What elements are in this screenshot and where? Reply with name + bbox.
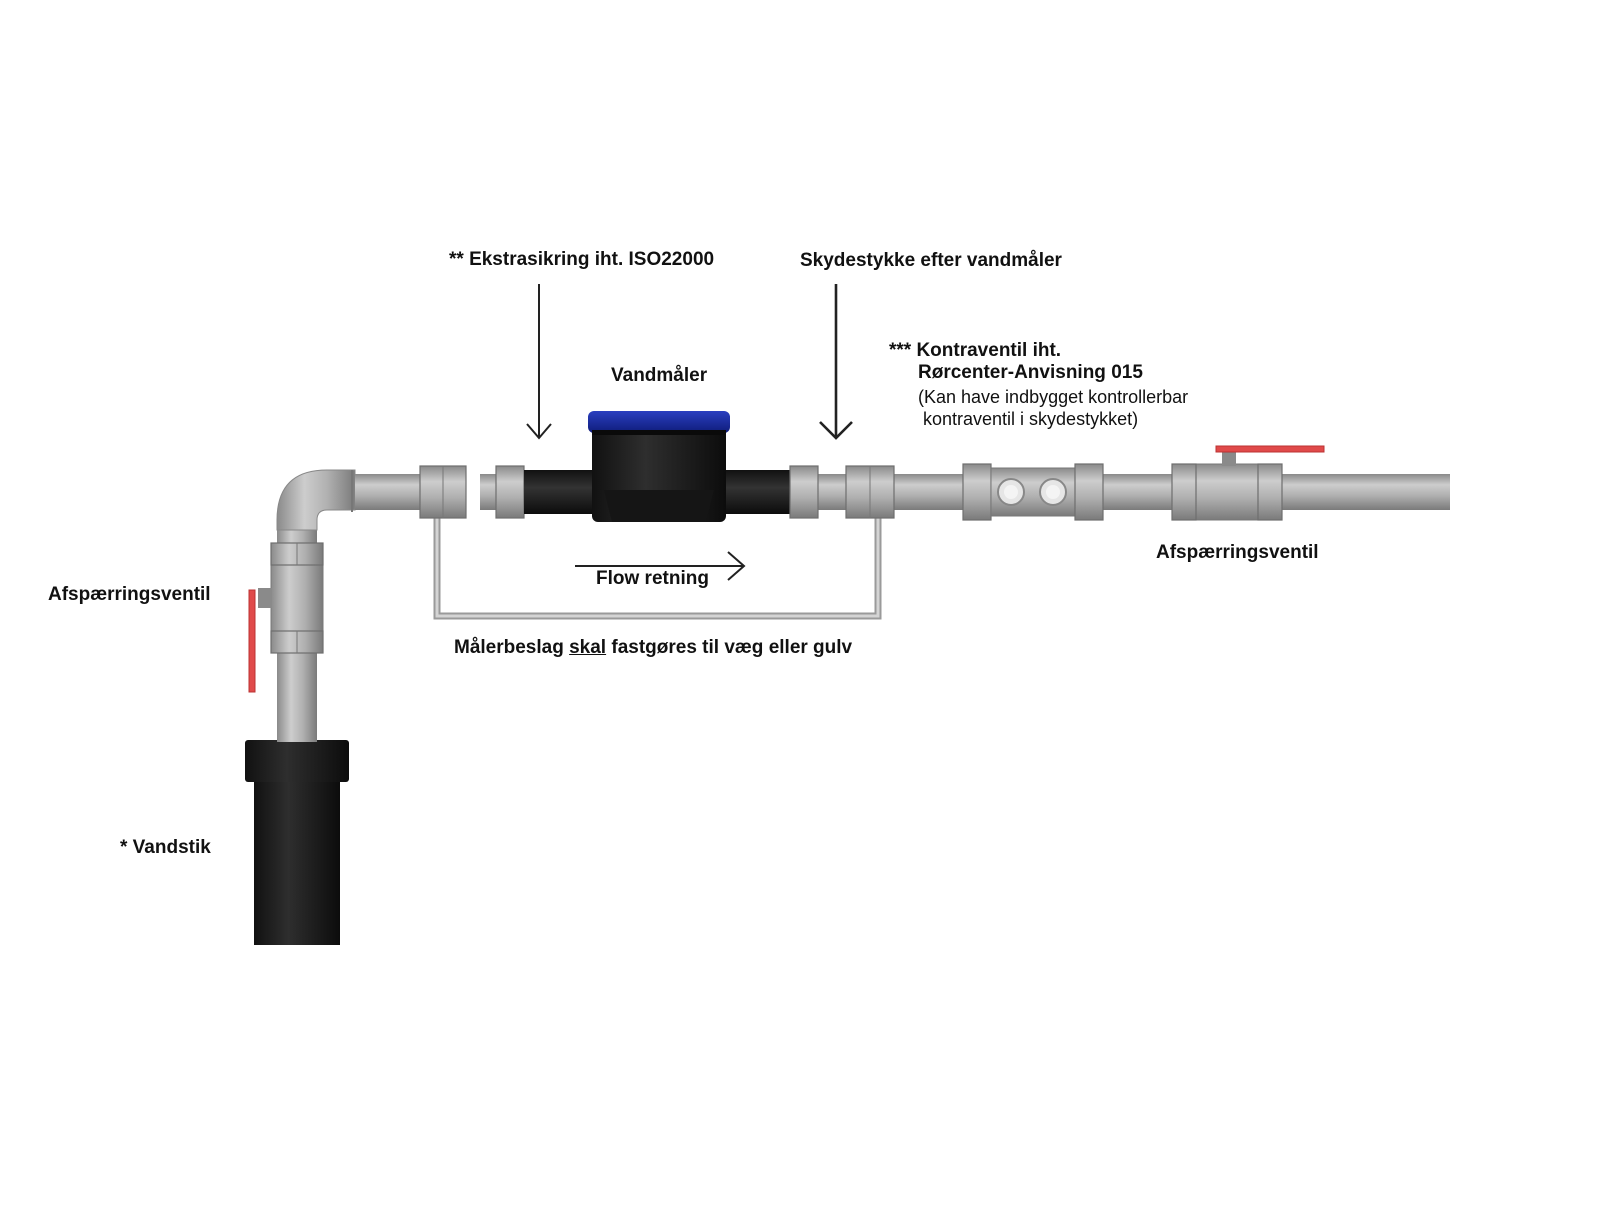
label-maalerbeslag-skal: skal [569,637,607,658]
slide-piece-couplings [789,465,895,519]
label-kontraventil-1: *** Kontraventil iht. [889,340,1062,361]
label-ekstrasikring: ** Ekstrasikring iht. ISO22000 [449,249,715,270]
left-couplings [419,465,525,519]
left-valve-handle [248,588,272,693]
check-valve [962,463,1104,521]
label-kontraventil-4: kontraventil i skydestykket) [923,409,1139,429]
meter-cap [588,411,730,433]
label-maalerbeslag-pre: Målerbeslag [454,637,570,658]
label-afspaerringsventil-right: Afspærringsventil [1156,542,1319,563]
vertical-riser-pipe [270,469,356,742]
label-flow-retning: Flow retning [596,568,709,589]
right-ball-valve [1171,445,1325,521]
water-meter [588,411,730,522]
label-vandmaaler: Vandmåler [611,365,708,386]
arrow-right-icon [575,551,746,581]
label-kontraventil-2: Rørcenter-Anvisning 015 [918,362,1143,383]
label-kontraventil-3: (Kan have indbygget kontrollerbar [918,387,1189,407]
label-maalerbeslag: Målerbeslag skal fastgøres til væg eller… [454,637,852,659]
meter-bracket [433,470,882,620]
right-valve-handle [1215,445,1325,453]
label-afspaerringsventil-left: Afspærringsventil [48,584,211,605]
label-maalerbeslag-post: fastgøres til væg eller gulv [606,637,853,658]
meter-connection-pipes [524,470,790,514]
label-skydestykke: Skydestykke efter vandmåler [800,250,1062,271]
arrow-down-icon [819,284,853,440]
arrow-down-icon [526,284,552,440]
label-vandstik: * Vandstik [120,837,211,858]
service-pipe [245,740,349,945]
